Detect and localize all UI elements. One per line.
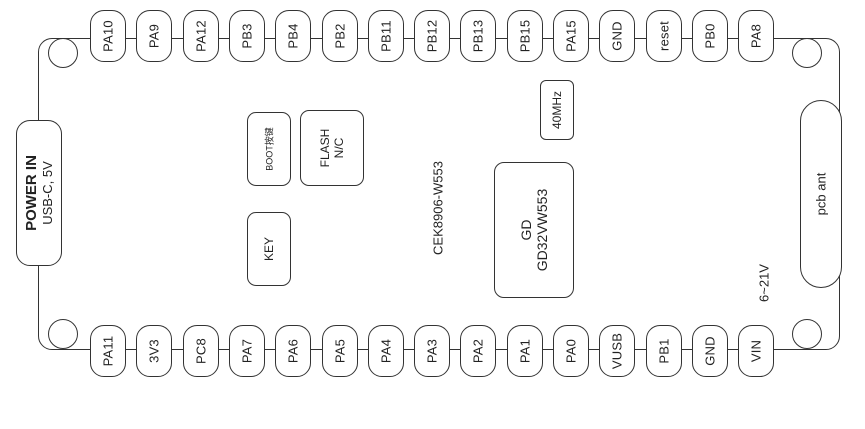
- power-in-subtitle: USB-C, 5V: [40, 161, 55, 225]
- pin-label: VUSB: [609, 332, 625, 370]
- pin-label: PA6: [285, 338, 301, 364]
- top-header-pin: PA9: [136, 10, 173, 62]
- pin-label: PA2: [470, 338, 486, 364]
- bottom-header-pin: PC8: [182, 325, 219, 377]
- pcb-board: [38, 38, 840, 350]
- pin-label: PA4: [378, 338, 394, 364]
- pin-label: PA11: [100, 335, 116, 367]
- pin-label: PA12: [193, 20, 209, 52]
- crystal-label: 40MHz: [550, 90, 564, 130]
- bottom-header-pin: PB1: [645, 325, 682, 377]
- pin-label: reset: [656, 21, 672, 51]
- pin-label: PA7: [239, 338, 255, 364]
- top-header-pin: PB3: [228, 10, 265, 62]
- pin-label: PB2: [332, 23, 347, 49]
- bottom-header-pin: PA7: [228, 325, 265, 377]
- bottom-header-pin: PA0: [553, 325, 589, 377]
- usb-c-power-connector: POWER IN USB-C, 5V: [16, 120, 62, 266]
- pin-label: PB0: [702, 23, 718, 49]
- power-in-title: POWER IN: [23, 155, 40, 231]
- top-header-pin: PB13: [460, 10, 497, 62]
- pin-label: PA10: [100, 20, 116, 52]
- top-header-pin: PB15: [506, 10, 543, 62]
- pin-label: PB11: [378, 20, 394, 52]
- top-header-pin: GND: [599, 10, 636, 62]
- pcb-antenna: pcb ant: [800, 100, 842, 288]
- pin-label: PB4: [285, 23, 301, 49]
- chip-model: GD32VW553: [534, 188, 550, 272]
- bottom-header-pin: PA5: [321, 325, 358, 377]
- bottom-header-pin: PA1: [506, 325, 543, 377]
- bottom-header-pin: PA11: [90, 325, 126, 377]
- bottom-header-pin: VIN: [738, 325, 775, 377]
- top-header-pin: PB12: [414, 10, 451, 62]
- pin-label: PC8: [193, 338, 209, 364]
- top-header-pin: PB2: [321, 10, 358, 62]
- vin-range-label: 6~21V: [756, 264, 772, 302]
- top-header-pin: PB11: [367, 10, 404, 62]
- pin-label: GND: [609, 21, 625, 51]
- pcb-ant-label: pcb ant: [813, 172, 829, 216]
- pin-label: PA8: [748, 23, 764, 49]
- pin-label: PB3: [239, 23, 255, 49]
- mounting-hole-bottom-left: [48, 319, 78, 349]
- bottom-header-pin: VUSB: [599, 325, 636, 377]
- pin-label: GND: [702, 336, 718, 366]
- crystal-40mhz: 40MHz: [540, 80, 574, 140]
- board-name: CEK8906-W553: [430, 161, 446, 255]
- top-header-pin: reset: [645, 10, 682, 62]
- flash-chip: FLASH N/C: [300, 110, 364, 186]
- pin-label: PB12: [424, 19, 440, 53]
- pin-label: PA15: [563, 20, 579, 52]
- pin-label: 3V3: [146, 339, 162, 363]
- mounting-hole-top-right: [792, 38, 822, 68]
- flash-nc-label: N/C: [332, 137, 346, 159]
- pin-label: PA0: [563, 338, 579, 364]
- top-header-pin: PB4: [275, 10, 312, 62]
- bottom-header-pin: 3V3: [136, 325, 173, 377]
- bottom-header-pin: PA2: [460, 325, 497, 377]
- pin-label: PA1: [517, 338, 533, 364]
- flash-label: FLASH: [318, 128, 332, 168]
- top-header-pin: PA15: [553, 10, 589, 62]
- pin-label: PB1: [656, 338, 672, 364]
- bottom-header-pin: PA6: [275, 325, 312, 377]
- top-header-pin: PA10: [90, 10, 126, 62]
- pin-label: VIN: [748, 339, 764, 363]
- top-header-pin: PB0: [691, 10, 728, 62]
- pin-label: PA9: [146, 23, 162, 49]
- mounting-hole-top-left: [48, 38, 78, 68]
- key-button: KEY: [247, 212, 291, 286]
- top-header-pin: PA12: [182, 10, 219, 62]
- pin-label: PB15: [517, 19, 533, 53]
- pin-label: PA5: [332, 338, 347, 364]
- chip-vendor: GD: [518, 219, 534, 241]
- key-label: KEY: [262, 236, 276, 262]
- bottom-header-pin: PA3: [414, 325, 451, 377]
- boot-label: BOOT按键: [264, 127, 275, 171]
- top-header-pin: PA8: [738, 10, 775, 62]
- boot-button: BOOT按键: [247, 112, 291, 186]
- mounting-hole-bottom-right: [792, 319, 822, 349]
- bottom-header-pin: PA4: [367, 325, 404, 377]
- pin-label: PA3: [424, 338, 440, 364]
- mcu-chip: GD GD32VW553: [494, 162, 574, 298]
- bottom-header-pin: GND: [691, 325, 728, 377]
- pin-label: PB13: [470, 19, 486, 53]
